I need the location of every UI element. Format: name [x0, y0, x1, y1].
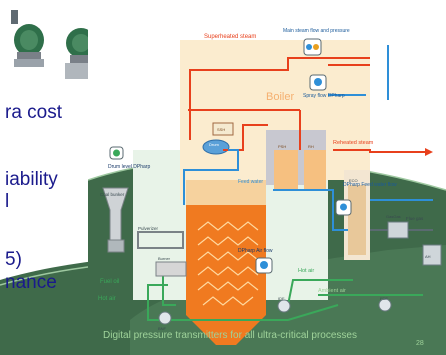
water-lines: [183, 45, 433, 231]
furnace: [186, 205, 266, 345]
flame-pattern: [197, 221, 259, 306]
label-feed-water-flow: DPharp Feed water flow: [343, 182, 397, 188]
label-superheated-steam: Superheated steam: [204, 34, 256, 40]
transmitter-drum-level: [109, 146, 124, 160]
bullet-4: 5): [5, 249, 22, 270]
label-main-steam: Main steam flow and pressure: [283, 28, 350, 34]
label-eco: ECO: [349, 178, 358, 183]
boiler-diagram: Superheated steam Main steam flow and pr…: [88, 0, 446, 355]
label-coal-bunker: Coal bunker: [100, 192, 125, 197]
label-hot-air-left: Hot air: [98, 296, 116, 302]
boiler-diagram-svg: Superheated steam Main steam flow and pr…: [88, 0, 446, 355]
label-bnf: BNF: [158, 326, 167, 331]
burner: [155, 261, 187, 277]
label-reheated-steam: Reheated steam: [333, 140, 374, 146]
pulverizer: [107, 239, 125, 253]
label-drum-level: Drum level DPharp: [108, 164, 150, 170]
label-hot-air-right: Hot air: [298, 268, 314, 274]
transmitter-photo-1: [11, 10, 44, 67]
fdf-fan: [378, 298, 392, 312]
label-pulverizer: Pulverizer: [138, 226, 159, 231]
bullet-list: ra cost iability l 5) nance: [0, 0, 100, 355]
gasgas-block: [387, 221, 409, 239]
label-psh: PSH: [278, 144, 286, 149]
transmitter-feed-water: [335, 199, 352, 216]
drum: [202, 139, 230, 155]
label-drum: Drum: [209, 142, 219, 147]
page-number: 28: [416, 340, 424, 347]
label-gasgas: GasGas: [386, 214, 401, 219]
label-fuel-oil: Fuel oil: [100, 279, 119, 285]
bullet-1: ra cost: [5, 102, 63, 123]
label-boiler: Boiler: [266, 91, 294, 103]
bullet-3: l: [5, 191, 10, 212]
label-ambient-air: Ambient air: [318, 288, 346, 294]
ah-block: [422, 244, 442, 266]
eco-bank: [348, 185, 366, 255]
idf-fan: [277, 299, 291, 313]
transmitter-spray-flow: [309, 74, 327, 91]
label-rh: RH: [308, 144, 314, 149]
psh-bank: [304, 150, 326, 190]
ssh-block: [212, 122, 234, 136]
label-fdf: FDF: [380, 296, 388, 301]
bullet-2: iability: [5, 169, 58, 190]
bullet-5: nance: [5, 272, 57, 293]
transmitter-main-steam: [303, 38, 322, 56]
label-burner: Burner: [158, 256, 171, 261]
label-feed-water: Feed water: [238, 179, 263, 185]
slide-caption: Digital pressure transmitters for all ul…: [103, 330, 357, 341]
label-ssh: SSH: [217, 127, 225, 132]
bnf-fan: [158, 311, 172, 325]
label-spray-flow: Spray flow DPharp: [303, 93, 345, 99]
ssh-bank: [274, 150, 298, 190]
coal-pipe: [137, 231, 184, 249]
label-air-flow: DPharp Air flow: [238, 248, 273, 254]
label-flue-gas: Flue gas: [406, 216, 424, 221]
label-idf: IDF: [278, 296, 285, 301]
label-ah: AH: [425, 254, 431, 259]
transmitter-air-flow: [255, 257, 273, 274]
